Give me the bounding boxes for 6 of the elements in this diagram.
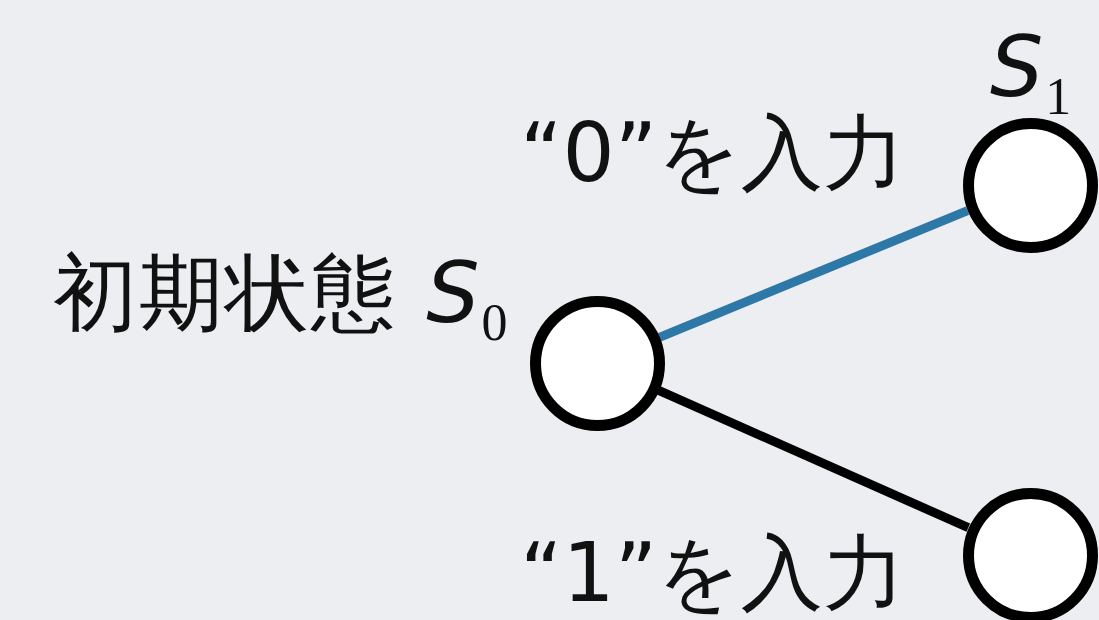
connector-line xyxy=(657,206,970,342)
edge-label: “0”を入力 xyxy=(520,112,906,194)
state-label: 初期状態 S$_{0}$ xyxy=(53,251,510,349)
edge-label: “1”を入力 xyxy=(520,532,906,614)
state-label: S$_{1}$ xyxy=(990,25,1074,123)
connector-line xyxy=(656,386,971,532)
